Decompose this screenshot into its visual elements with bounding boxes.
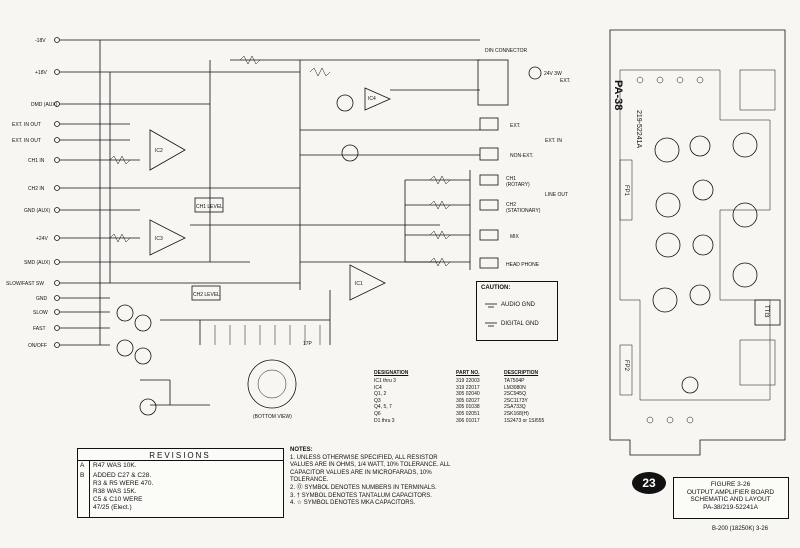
note-item: 1. UNLESS OTHERWISE SPECIFIED, ALL RESIS… [290, 454, 451, 484]
terminal-label: +18V [35, 70, 47, 76]
parts-cell: 2SC945Q [504, 391, 526, 398]
parts-cell: 2SK168(H) [504, 411, 529, 417]
terminal-label: GND [36, 296, 48, 302]
revisions-box [77, 448, 284, 518]
parts-header: DESCRIPTION [504, 370, 539, 376]
terminal-label: +24V [36, 236, 48, 242]
parts-cell: Q6 [374, 411, 381, 417]
parts-cell: 305 02027 [456, 397, 480, 404]
board-label: FP1 [623, 185, 629, 197]
terminal-label: CH2 IN [28, 186, 45, 192]
output-label: EXT. [510, 123, 521, 129]
caution-title: CAUTION: [481, 285, 511, 291]
output-label: HEAD PHONE [506, 262, 540, 268]
board-labels: PA-38 219-52241A FP1 FP2 TTI3 [612, 80, 769, 372]
note-item: 2. ⓪ SYMBOL DENOTES NUMBERS IN TERMINALS… [290, 484, 437, 491]
parts-cell: 319 22017 [456, 384, 480, 391]
parts-header: PART NO. [456, 370, 480, 376]
revisions-column-divider [89, 460, 90, 517]
revision-letter: A [80, 462, 85, 469]
parts-cell: Q4, 5, 7 [374, 404, 392, 411]
caution-digital-gnd: DIGITAL GND [501, 321, 539, 327]
figure-badge: 23 [632, 472, 666, 494]
terminal-label: SLOW/FAST SW [6, 281, 44, 287]
caution-audio-gnd: AUDIO GND [501, 302, 536, 308]
parts-cell: 1S2473 or 1SI555 [504, 417, 545, 424]
misc-label: 24V 3W [544, 71, 562, 77]
board-label: TTI3 [763, 305, 769, 318]
board-title: PA-38 [612, 80, 624, 110]
parts-cell: Q3 [374, 397, 381, 404]
terminal-label: EXT. IN OUT [12, 138, 41, 144]
terminal-labels: -18V +18V DMD (AUX) EXT. IN OUT EXT. IN … [6, 38, 528, 349]
note-item: 4. ☆ SYMBOL DENOTES MKA CAPACITORS. [290, 500, 416, 507]
terminal-label: FAST [33, 326, 46, 332]
misc-label: EXT. [560, 78, 571, 84]
output-label: (STATIONARY) [506, 208, 541, 214]
parts-cell: 319 22003 [456, 378, 480, 384]
misc-label: 17P [303, 341, 313, 347]
ic-label: IC2 [155, 148, 163, 154]
note-item: 3. † SYMBOL DENOTES TANTALUM CAPACITORS. [290, 492, 432, 499]
figure-caption-box [673, 477, 789, 519]
terminal-label: SMD (AUX) [24, 260, 50, 266]
terminal-label: -18V [35, 38, 46, 44]
revision-text: R47 WAS 10K. [93, 462, 137, 469]
ic-labels: IC2 IC3 IC1 IC4 CH1 LEVEL CH2 LEVEL 24V … [155, 71, 571, 420]
revision-letter: B [80, 472, 85, 479]
terminal-label: ON/OFF [28, 343, 47, 349]
parts-cell: LM3080N [504, 384, 526, 391]
parts-cell: 305 02040 [456, 391, 480, 398]
parts-cell: TA7504P [504, 378, 525, 384]
caution-box: CAUTION: AUDIO GND DIGITAL GND [476, 281, 558, 341]
board-part-no: 219-52241A [635, 110, 642, 148]
parts-header: DESIGNATION [374, 370, 409, 376]
terminal-label: CH1 IN [28, 158, 45, 164]
level-label: CH1 LEVEL [196, 204, 223, 210]
parts-cell: 305 02051 [456, 411, 480, 417]
parts-cell: 305 01038 [456, 404, 480, 411]
parts-cell: 306 01017 [456, 417, 480, 424]
pcb-layout [609, 29, 786, 456]
output-labels: EXT. EXT. IN NON-EXT. CH1 (ROTARY) LINE … [506, 123, 568, 268]
figure-caption: FIGURE 3-26 OUTPUT AMPLIFIER BOARD SCHEM… [686, 481, 775, 511]
output-label: EXT. IN [545, 138, 562, 144]
revision-text: ADDED C27 & C28. R3 & R5 WERE 470. R38 W… [93, 472, 154, 511]
wiring [54, 37, 542, 416]
terminal-label: GND (AUX) [24, 208, 50, 214]
terminal-label: DMD (AUX) [31, 102, 58, 108]
parts-cell: IC1 thru 3 [374, 378, 396, 384]
parts-cell: IC4 [374, 384, 382, 391]
output-label: (ROTARY) [506, 182, 530, 188]
parts-cell: 2SC1173Y [504, 397, 528, 404]
output-label: CH1 [506, 176, 516, 182]
revisions-title: REVISIONS [149, 451, 211, 460]
output-label: LINE OUT [545, 192, 568, 198]
output-label: MIX [510, 234, 520, 240]
terminal-label: SLOW [33, 310, 48, 316]
notes-title: NOTES: [290, 447, 313, 453]
output-label: NON-EXT. [510, 153, 533, 159]
ic-label: IC3 [155, 236, 163, 242]
output-label: CH2 [506, 202, 516, 208]
board-label: FP2 [623, 360, 629, 372]
parts-cell: D1 thru 3 [374, 417, 395, 424]
misc-label: (BOTTOM VIEW) [253, 414, 292, 420]
ic-label: IC1 [355, 281, 363, 287]
ic-label: IC4 [368, 96, 376, 102]
level-label: CH2 LEVEL [193, 292, 220, 298]
parts-cell: Q1, 2 [374, 391, 387, 398]
parts-cell: 2SA733Q [504, 404, 526, 411]
page-footer: B-200 (18250K) 3-26 [712, 526, 769, 532]
notes: NOTES: 1. UNLESS OTHERWISE SPECIFIED, AL… [290, 447, 460, 508]
revisions-divider [77, 460, 284, 461]
terminal-label: DIN CONNECTOR [485, 48, 528, 54]
terminal-label: EXT. IN OUT [12, 122, 41, 128]
